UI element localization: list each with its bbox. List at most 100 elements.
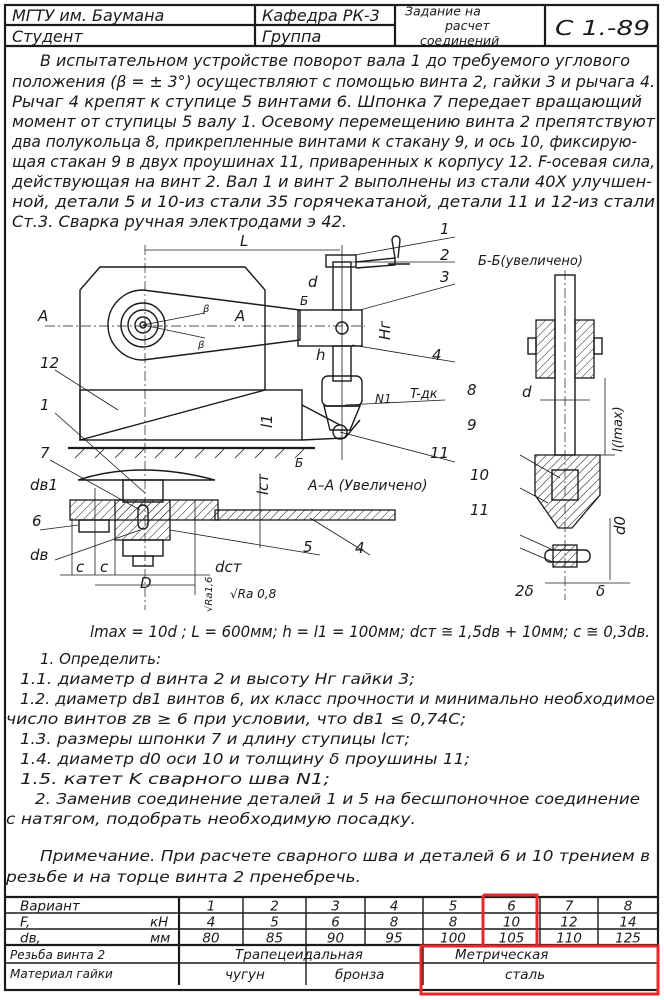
label-D: D: [140, 574, 152, 592]
label-part-2: 2: [440, 246, 450, 264]
section-bb-title: Б-Б(увеличено): [478, 254, 583, 269]
label-part-8: 8: [467, 381, 477, 399]
label-part-11: 11: [430, 444, 449, 462]
lever-4-section: [214, 509, 396, 521]
label-part-11: 11: [470, 501, 489, 519]
force-value: 8: [449, 915, 458, 931]
thread-metric: Метрическая: [455, 947, 548, 963]
task-line: 1.2. диаметр dв1 винтов 6, их класс проч…: [20, 690, 655, 708]
force-value: 10: [503, 915, 520, 931]
highlight-variant-6: [481, 893, 539, 945]
label-h: h: [316, 346, 326, 364]
label-part-5: 5: [303, 538, 313, 556]
header: МГТУ им. Баумана Кафедра РК-3 Студент Гр…: [3, 3, 660, 992]
label-c: c: [100, 558, 109, 576]
force-value: 12: [560, 915, 577, 931]
task-title: соединений: [420, 33, 499, 48]
label-l1: l1: [258, 414, 276, 428]
variant-number: 3: [331, 899, 340, 915]
force-value: 8: [390, 915, 399, 931]
text-line: В испытательном устройстве поворот вала …: [40, 51, 630, 70]
label-section-b: Б: [300, 294, 308, 308]
label-part-4: 4: [355, 539, 365, 557]
row-label-dv: dв,: [20, 931, 41, 947]
label-lcm: lст: [254, 473, 272, 495]
task-line: 2. Заменив соединение деталей 1 и 5 на б…: [35, 790, 640, 808]
label-part-12: 12: [40, 354, 59, 372]
label-Hg: Hг: [376, 321, 394, 340]
group-label: Группа: [262, 27, 321, 46]
label-section-b: Б: [295, 456, 303, 470]
lever-4: [107, 289, 301, 361]
label-roughness: √Ra1,6: [204, 577, 215, 612]
variant-number: 5: [449, 899, 458, 915]
text-line: Ст.3. Сварка ручная электродами э 42.: [12, 212, 347, 231]
task-line: 1. Определить:: [40, 650, 161, 668]
dv-value: 90: [327, 931, 344, 947]
drawing-labels: L 1 2 3 d Б A A β β Hг 4 h 12 N1 T-дк l1…: [30, 220, 629, 612]
label-dcm: dст: [215, 558, 243, 576]
dv-value: 125: [615, 931, 641, 947]
text-line: Рычаг 4 крепят к ступице 5 винтами 6. Шп…: [12, 92, 642, 111]
dv-value: 110: [556, 931, 582, 947]
student-label: Студент: [12, 27, 83, 46]
task-title: расчет: [444, 18, 491, 33]
label-part-1: 1: [40, 396, 50, 414]
task-title: Задание на: [405, 4, 481, 19]
label-2delta: 2δ: [515, 582, 534, 600]
label-dv: dв: [30, 546, 49, 564]
task-line: 1.1. диаметр d винта 2 и высоту Hг гайки…: [20, 670, 415, 688]
university: МГТУ им. Баумана: [12, 6, 164, 25]
label-part-9: 9: [467, 416, 477, 434]
force-value: 14: [619, 915, 636, 931]
label-part-1: 1: [440, 220, 450, 238]
text-line: действующая на винт 2. Вал 1 и винт 2 вы…: [11, 172, 652, 191]
label-beta: β: [197, 340, 205, 351]
text-line: щая стакан 9 в двух проушинах 11, привар…: [12, 152, 655, 171]
text-line: ной, детали 5 и 10-из стали 35 горячекат…: [12, 192, 655, 211]
description: В испытательном устройстве поворот вала …: [11, 51, 656, 231]
unit-force: кН: [150, 915, 168, 931]
label-part-6: 6: [32, 512, 42, 530]
label-delta: δ: [596, 582, 605, 600]
cup-9: [534, 454, 601, 529]
label-d: d: [308, 273, 318, 291]
variant-number: 6: [507, 899, 516, 915]
dv-value: 105: [499, 931, 525, 947]
nut-3: [297, 309, 363, 347]
label-c: c: [76, 558, 85, 576]
variant-number: 1: [207, 899, 216, 915]
sheet-border: [3, 3, 660, 992]
body-12: [79, 389, 303, 441]
label-part-10: 10: [470, 466, 489, 484]
row-label-variant: Вариант: [20, 899, 81, 915]
section-aa-title: А–А (Увеличено): [307, 478, 428, 494]
task-line: число винтов zв ≥ 6 при условии, что dв1…: [6, 710, 466, 728]
variant-number: 4: [390, 899, 399, 915]
label-lmax: l(lmax): [611, 406, 626, 452]
department: Кафедра РК-3: [262, 6, 380, 25]
variants-table: Вариант F, кН dв, мм Резьба винта 2 Мате…: [5, 893, 660, 996]
label-dv1: dв1: [30, 476, 58, 494]
row-label-nut: Материал гайки: [10, 967, 113, 981]
label-part-4: 4: [432, 346, 442, 364]
label-part-7: 7: [40, 444, 50, 462]
label-section-a: A: [234, 307, 245, 325]
row-label-force: F,: [20, 915, 30, 931]
task-line: с натягом, подобрать необходимую посадку…: [6, 810, 416, 828]
variant-number: 2: [270, 899, 279, 915]
text-line: два полукольца 8, прикрепленные винтами …: [11, 132, 637, 151]
dv-value: 95: [385, 931, 402, 947]
nut-cast-iron: чугун: [225, 967, 265, 983]
force-value: 5: [270, 915, 279, 931]
force-value: 4: [207, 915, 216, 931]
label-part-3: 3: [440, 268, 450, 286]
highlight-metric-steel: [419, 944, 660, 996]
text-line: положения (β = ± 3°) осуществляют с помо…: [12, 72, 655, 91]
dv-value: 85: [266, 931, 283, 947]
task-line: 1.5. катет K сварного шва N1;: [20, 770, 330, 788]
label-weld-N1: N1: [375, 392, 392, 406]
force-value: 6: [331, 915, 340, 931]
label-d: d: [522, 383, 532, 401]
